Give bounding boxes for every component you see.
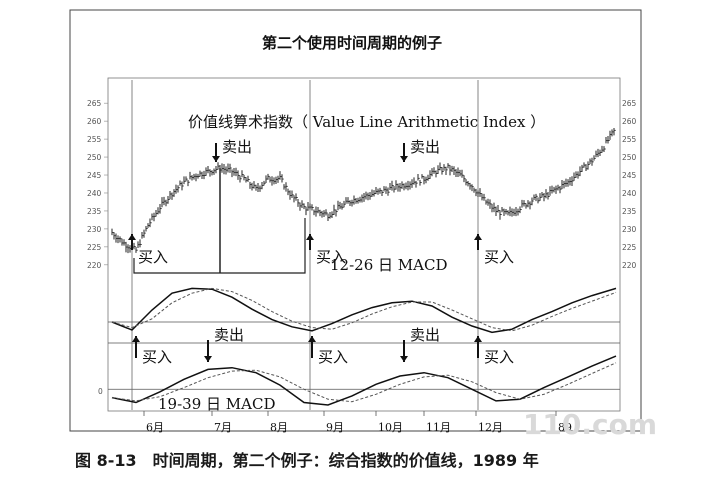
buy-signal-label: 买入: [142, 348, 172, 366]
price-axis-tick-right: 255: [622, 135, 637, 144]
price-axis-tick-right: 235: [622, 207, 637, 216]
price-axis-tick-right: 220: [622, 261, 637, 270]
price-axis-tick-right: 225: [622, 243, 637, 252]
macd-19-39-signal-line: [111, 362, 617, 403]
price-axis-left: 220 225 230 235 240 245 250 255 260 265: [87, 99, 108, 270]
price-axis-right: 220 225 230 235 240 245 250 255 260 265: [622, 99, 637, 270]
price-axis-tick-left: 245: [87, 171, 102, 180]
arrow-up-icon: [474, 336, 482, 342]
x-axis-tick-label: 11月: [426, 421, 451, 434]
price-axis-tick-right: 250: [622, 153, 637, 162]
macd-12-26-signal-line: [111, 287, 617, 332]
x-axis-tick-label: 89: [558, 421, 572, 434]
arrow-up-icon: [306, 234, 314, 240]
arrow-up-icon: [132, 336, 140, 342]
chart-title: 第二个使用时间周期的例子: [262, 34, 442, 52]
price-panel-label: 价值线算术指数（ Value Line Arithmetic Index ）: [188, 113, 545, 131]
buy-signal-label: 买入: [484, 348, 514, 366]
x-axis-tick-label: 8月: [270, 421, 288, 434]
macd-19-39-series: [111, 355, 617, 406]
price-axis-tick-left: 230: [87, 225, 102, 234]
macd-12-26-series: [111, 287, 617, 334]
arrow-down-icon: [212, 156, 220, 162]
buy-signal-label: 买入: [318, 348, 348, 366]
sell-signal-label: 卖出: [214, 326, 244, 344]
macd-19-39-line: [111, 355, 617, 406]
sell-signal-label: 卖出: [410, 326, 440, 344]
macd-12-26-line: [111, 287, 617, 334]
plot-frame: [107, 77, 621, 412]
x-axis-tick-label: 12月: [478, 421, 503, 434]
price-axis-tick-left: 240: [87, 189, 102, 198]
price-axis-tick-left: 255: [87, 135, 102, 144]
watermark: 110.com: [523, 408, 657, 441]
sell-signal-label: 卖出: [222, 138, 252, 156]
price-axis-tick-left: 260: [87, 117, 102, 126]
macd-19-39-label: 19-39 日 MACD: [158, 395, 275, 413]
price-axis-tick-left: 250: [87, 153, 102, 162]
price-axis-tick-right: 230: [622, 225, 637, 234]
arrow-down-icon: [400, 356, 408, 362]
buy-signal-label: 买入: [484, 248, 514, 266]
figure-caption: 图 8-13 时间周期，第二个例子：综合指数的价值线，1989 年: [75, 451, 539, 470]
price-axis-tick-right: 240: [622, 189, 637, 198]
buy-signal-label: 买入: [316, 248, 346, 266]
x-axis-tick-label: 10月: [378, 421, 403, 434]
arrow-up-icon: [308, 336, 316, 342]
arrow-up-icon: [474, 234, 482, 240]
arrow-up-icon: [128, 234, 136, 240]
macd-12-26-label: 12-26 日 MACD: [330, 256, 447, 274]
price-axis-tick-right: 260: [622, 117, 637, 126]
x-axis-months: 6月 7月 8月 9月 10月 11月 12月 89: [143, 411, 572, 434]
x-axis-tick-label: 6月: [146, 421, 164, 434]
buy-signal-label: 买入: [138, 248, 168, 266]
price-axis-tick-right: 265: [622, 99, 637, 108]
price-axis-tick-left: 235: [87, 207, 102, 216]
x-axis-tick-label: 7月: [214, 421, 232, 434]
sell-signal-label: 卖出: [410, 138, 440, 156]
price-axis-tick-right: 245: [622, 171, 637, 180]
macd-19-39-zero-tick: 0: [98, 387, 103, 396]
figure-frame: [69, 9, 642, 432]
price-series: [111, 127, 616, 254]
x-axis-tick-label: 9月: [326, 421, 344, 434]
price-axis-tick-left: 265: [87, 99, 102, 108]
price-axis-tick-left: 225: [87, 243, 102, 252]
price-axis-tick-left: 220: [87, 261, 102, 270]
arrow-down-icon: [204, 356, 212, 362]
arrow-down-icon: [400, 156, 408, 162]
